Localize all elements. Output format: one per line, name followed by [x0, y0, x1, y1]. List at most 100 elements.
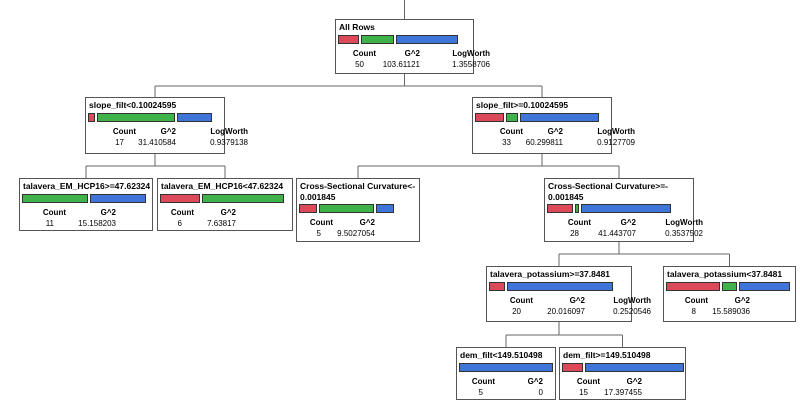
header-count: Count [509, 296, 533, 305]
value-count: 15 [579, 388, 588, 397]
bar-green [319, 204, 374, 213]
bar-green [22, 194, 88, 203]
bar-red [88, 113, 95, 122]
node-split-label-cont: 0.001845 [300, 192, 336, 202]
value-logworth: 0.9127709 [597, 138, 635, 147]
bar-red [547, 204, 574, 213]
bar-blue [738, 282, 790, 291]
node-response-bars [22, 194, 146, 203]
value-g2: 20.016097 [547, 307, 585, 316]
bar-red [562, 363, 583, 372]
bar-blue [177, 113, 212, 122]
bar-red [299, 204, 318, 213]
bar-green [575, 204, 580, 213]
header-count: Count [471, 377, 495, 386]
node-split-label: talavera_potassium<37.8481 [667, 269, 783, 279]
header-logworth: LogWorth [210, 127, 248, 136]
header-g2: G^2 [569, 296, 585, 305]
header-count: Count [567, 218, 591, 227]
bar-green [722, 282, 737, 291]
value-g2: 9.5027054 [337, 229, 375, 238]
value-count: 5 [316, 229, 321, 238]
header-g2: G^2 [220, 208, 236, 217]
node-response-bars [547, 204, 672, 213]
header-g2: G^2 [527, 377, 543, 386]
header-g2: G^2 [734, 296, 750, 305]
value-g2: 15.589036 [712, 307, 750, 316]
node-response-bars [338, 35, 458, 44]
node-response-bars [88, 113, 212, 122]
node-response-bars [160, 194, 284, 203]
header-count: Count [112, 127, 136, 136]
header-count: Count [352, 49, 376, 58]
node-split-label: Cross-Sectional Curvature>=- [548, 181, 668, 191]
header-g2: G^2 [160, 127, 176, 136]
value-g2: 31.410584 [138, 138, 176, 147]
value-g2: 41.443707 [598, 229, 636, 238]
node-response-bars [475, 113, 599, 122]
node-split-label: talavera_EM_HCP16>=47.62324 [23, 181, 151, 191]
node-split-label-cont: 0.001845 [548, 192, 584, 202]
value-count: 8 [691, 307, 696, 316]
header-logworth: LogWorth [597, 127, 635, 136]
node-response-bars [666, 282, 790, 291]
value-g2: 103.61121 [382, 60, 420, 69]
header-count: Count [576, 377, 600, 386]
node-split-label: dem_filt<149.510498 [460, 350, 543, 360]
node-response-bars [459, 363, 553, 372]
value-logworth: 0.3537502 [665, 229, 703, 238]
value-logworth: 0.2520546 [613, 307, 651, 316]
header-g2: G^2 [359, 218, 375, 227]
value-g2: 60.299811 [525, 138, 563, 147]
value-count: 20 [512, 307, 521, 316]
node-split-label: dem_filt>=149.510498 [563, 350, 651, 360]
header-logworth: LogWorth [613, 296, 651, 305]
bar-blue [459, 363, 553, 372]
bar-blue [506, 282, 613, 291]
node-split-label: Cross-Sectional Curvature<- [300, 181, 416, 191]
value-logworth: 1.3558706 [452, 60, 490, 69]
value-count: 50 [355, 60, 364, 69]
bar-blue [375, 204, 394, 213]
header-count: Count [42, 208, 66, 217]
bar-green [506, 113, 518, 122]
bar-blue [519, 113, 599, 122]
value-g2: 15.158203 [78, 219, 116, 228]
bar-blue [584, 363, 684, 372]
bar-green [96, 113, 176, 122]
value-count: 6 [177, 219, 182, 228]
bar-red [475, 113, 505, 122]
header-logworth: LogWorth [452, 49, 490, 58]
value-count: 28 [570, 229, 579, 238]
value-g2: 7.63817 [207, 219, 236, 228]
header-g2: G^2 [100, 208, 116, 217]
node-split-label: talavera_EM_HCP16<47.62324 [161, 181, 284, 191]
header-g2: G^2 [547, 127, 563, 136]
value-logworth: 0.9379138 [210, 138, 248, 147]
value-count: 33 [502, 138, 511, 147]
bar-red [160, 194, 201, 203]
bar-blue [581, 204, 672, 213]
header-g2: G^2 [626, 377, 642, 386]
node-split-label: slope_filt>=0.10024595 [476, 100, 569, 110]
node-response-bars [489, 282, 613, 291]
node-response-bars [299, 204, 394, 213]
header-g2: G^2 [620, 218, 636, 227]
value-g2: 0 [538, 388, 543, 397]
header-count: Count [684, 296, 708, 305]
value-count: 11 [45, 219, 54, 228]
bar-red [338, 35, 360, 44]
bar-blue [89, 194, 146, 203]
